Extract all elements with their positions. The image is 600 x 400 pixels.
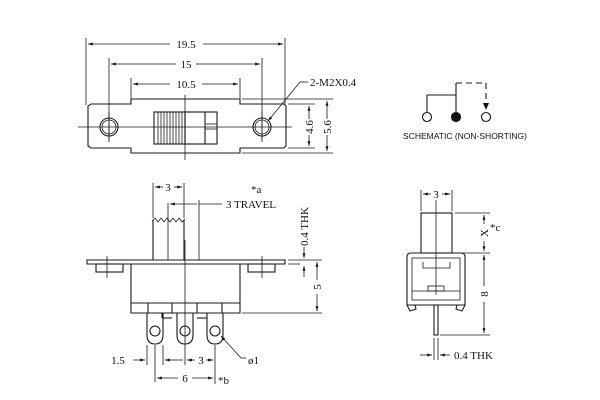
switch-body: [130, 264, 241, 304]
mounting-plate: [87, 98, 287, 154]
dim-side-actuator-width: 3: [433, 189, 439, 201]
dim-pin-pitch: 3: [198, 355, 204, 367]
pin-left: [146, 313, 164, 345]
hole-callout: 2-M2X0.4: [310, 77, 357, 89]
dim-overall-length: 19.5: [176, 39, 196, 51]
dim-body-length: 10.5: [176, 79, 196, 91]
dim-actuator-height: X: [479, 229, 491, 237]
dim-inner-width: 4.6: [304, 120, 316, 134]
side-lead: [433, 304, 439, 336]
schematic-label: SCHEMATIC (NON-SHORTING): [403, 131, 527, 141]
dim-pin-span: 6: [182, 373, 188, 385]
pin-right: [206, 313, 224, 345]
terminal-common: [450, 111, 462, 123]
terminal-left: [421, 111, 433, 123]
actuator-note: *c: [490, 222, 501, 234]
dim-pin-offset: 1.5: [111, 355, 125, 367]
terminal-right: [480, 111, 492, 123]
front-view: 3 *a 3 TRAVEL: [86, 182, 324, 387]
travel-note: *a: [251, 184, 262, 196]
side-view: 3 X *c 8 0.4 THK: [406, 189, 501, 362]
travel-label: 3 TRAVEL: [226, 199, 276, 211]
dim-actuator-width: 3: [165, 182, 171, 194]
dim-overall-height: 8: [479, 291, 491, 297]
dim-hole-spacing: 15: [181, 59, 193, 71]
pin-span-note: *b: [218, 375, 230, 387]
top-view: 19.5 15 10.5: [78, 38, 357, 160]
knob-ridges: [157, 112, 183, 144]
schematic: SCHEMATIC (NON-SHORTING): [403, 82, 527, 141]
dim-lead-thickness: 0.4 THK: [454, 350, 493, 362]
pin-center: [176, 313, 194, 345]
front-plate: [86, 259, 286, 265]
side-actuator: [420, 212, 453, 254]
dim-plate-thickness: 0.4 THK: [299, 207, 311, 246]
dim-pin-hole: ø1: [248, 355, 259, 367]
slider-knob: [153, 111, 186, 145]
break-line: [151, 217, 186, 223]
dim-body-height: 5: [312, 284, 324, 290]
dim-outer-width: 5.6: [322, 120, 334, 134]
